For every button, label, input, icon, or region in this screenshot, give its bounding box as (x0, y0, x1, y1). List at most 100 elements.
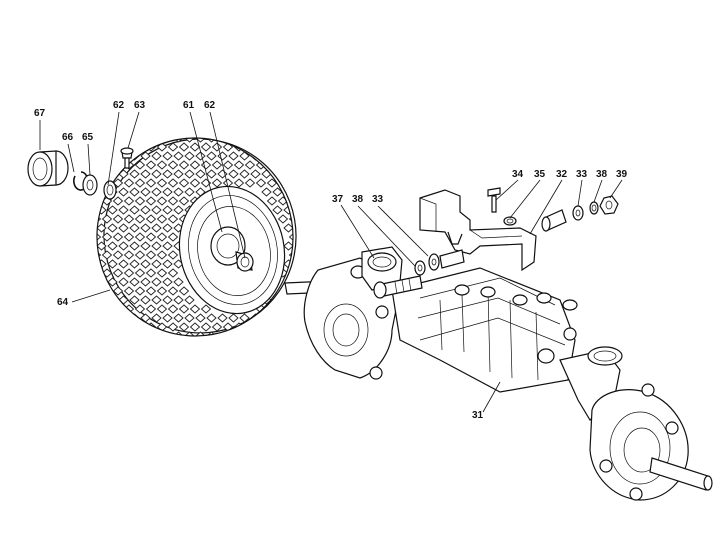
callout-32: 32 (556, 169, 568, 180)
tread-block (70, 233, 79, 241)
callout-33-left: 33 (372, 194, 384, 205)
tread-block (156, 286, 168, 296)
tread-block (90, 196, 102, 206)
washer-33-right (572, 205, 584, 221)
tread-block (206, 313, 217, 323)
tread-block (151, 259, 162, 269)
tread-block (167, 286, 179, 296)
tread-block (151, 205, 162, 215)
tread-block (134, 214, 146, 224)
tread-block (272, 133, 283, 143)
tread-block (70, 197, 79, 205)
tread-block (134, 268, 146, 278)
tread-block (312, 179, 321, 187)
tread-block (96, 223, 107, 233)
tread-block (81, 214, 91, 224)
tread-block (200, 322, 212, 332)
tread-block (261, 313, 272, 323)
tread-block (118, 331, 129, 341)
tread-block (85, 331, 96, 341)
tread-block (167, 160, 179, 170)
tread-block (90, 322, 102, 332)
tread-block (134, 322, 146, 332)
tread-block (178, 160, 190, 170)
washer-35 (503, 216, 517, 226)
mounting-bracket (419, 189, 537, 272)
tread-block (129, 277, 140, 287)
tread-block (112, 196, 124, 206)
tread-block (96, 277, 107, 287)
tread-block (123, 214, 135, 224)
tread-block (299, 196, 309, 206)
tread-block (85, 151, 96, 161)
tread-block (317, 242, 326, 250)
tread-block (112, 232, 124, 242)
tread-block (96, 295, 107, 305)
tread-block (129, 295, 140, 305)
tread-block (167, 268, 179, 278)
tread-block (250, 133, 261, 143)
spacer-tube (439, 249, 465, 269)
tread-block (145, 178, 157, 188)
tread-block (255, 142, 267, 152)
nut-39 (599, 195, 619, 215)
tread-block (299, 232, 309, 242)
tread-block (305, 205, 309, 215)
tread-block (140, 223, 151, 233)
tread-block (305, 187, 309, 197)
tread-block (70, 161, 79, 169)
tread-block (123, 322, 135, 332)
tread-block (317, 188, 326, 196)
tread-block (283, 133, 294, 143)
tread-block (173, 313, 184, 323)
tread-block (70, 269, 79, 277)
tread-block (96, 241, 107, 251)
tread-block (140, 151, 151, 161)
tread-block (107, 259, 118, 269)
tread-block (145, 304, 157, 314)
tread-block (112, 286, 124, 296)
tread-block (81, 232, 91, 242)
tread-block (305, 241, 309, 251)
tread-block (81, 151, 85, 161)
tread-block (239, 169, 250, 179)
tread-block (288, 142, 300, 152)
tread-block (90, 160, 102, 170)
tread-block (162, 205, 173, 215)
tread-block (266, 178, 278, 188)
tread-block (123, 250, 135, 260)
tread-block (145, 214, 157, 224)
tread-block (294, 151, 305, 161)
tread-block (277, 304, 289, 314)
tread-block (145, 268, 157, 278)
tread-block (134, 232, 146, 242)
tread-block (272, 331, 283, 341)
callout-38-left: 38 (352, 194, 364, 205)
callout-62-right: 62 (204, 100, 216, 111)
tread-block (70, 251, 79, 259)
tread-block (70, 215, 79, 223)
tread-block (206, 169, 217, 179)
washer-65 (82, 174, 98, 196)
tread-block (70, 287, 79, 295)
callout-34: 34 (512, 169, 524, 180)
callout-66: 66 (62, 132, 74, 143)
tread-block (317, 224, 326, 232)
tread-block (294, 133, 305, 143)
tread-block (167, 196, 179, 206)
tread-block (134, 250, 146, 260)
tread-block (123, 196, 135, 206)
tread-block (189, 322, 201, 332)
tread-block (134, 196, 146, 206)
tread-block (317, 206, 326, 214)
tread-block (299, 214, 309, 224)
tread-block (81, 169, 85, 179)
tread-block (107, 223, 118, 233)
tread-block (129, 259, 140, 269)
tread-block (189, 304, 201, 314)
tread-block (283, 331, 294, 341)
tread-block (151, 169, 162, 179)
tread-block (90, 142, 102, 152)
tread-block (118, 133, 129, 143)
tread-block (156, 250, 168, 260)
